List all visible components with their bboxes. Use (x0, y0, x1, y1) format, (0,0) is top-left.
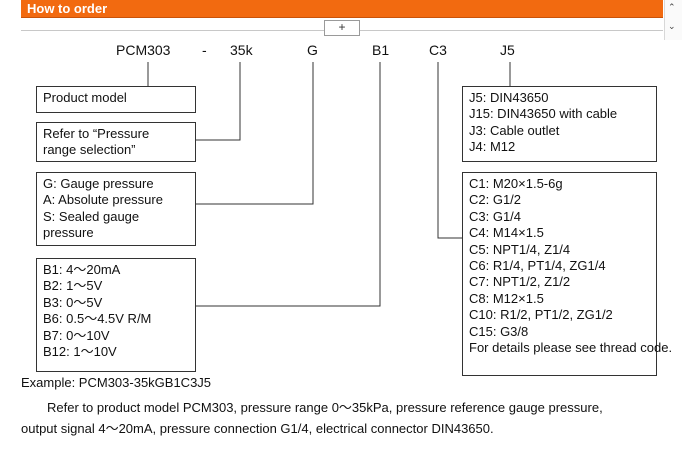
product-model-box: Product model (36, 86, 196, 113)
code-connection: C3 (429, 42, 447, 58)
thread-code-note: For details please see thread code. (469, 340, 673, 356)
output-signal-box: B1: 4～20mA B2: 1～5V B3: 0～5V B6: 0.5～4.5… (36, 258, 196, 372)
pressure-type-box: G: Gauge pressure A: Absolute pressure S… (36, 172, 196, 246)
code-output: B1 (372, 42, 390, 58)
section-title: How to order (27, 1, 108, 16)
example-label: Example: PCM303-35kGB1C3J5 (21, 375, 212, 390)
code-connector: J5 (500, 42, 515, 58)
pressure-range-box: Refer to “Pressure range selection” (36, 122, 196, 162)
code-model: PCM303 (116, 42, 171, 58)
section-header: How to order (21, 0, 663, 18)
code-range: 35k (230, 42, 253, 58)
example-description-line-2: output signal 4～20mA, pressure connectio… (21, 421, 494, 436)
scroll-up-icon[interactable]: ⌃ (668, 2, 676, 12)
code-separator: - (202, 42, 207, 58)
pressure-connection-box: C1: M20×1.5-6g C2: G1/2 C3: G1/4 C4: M14… (462, 172, 673, 376)
code-pressure-type: G (307, 42, 318, 58)
scrollbar[interactable] (664, 0, 682, 40)
scroll-down-icon[interactable]: ⌄ (668, 21, 676, 31)
electrical-connector-box: J5: DIN43650 J15: DIN43650 with cable J3… (462, 86, 657, 162)
example-description-line-1: Refer to product model PCM303, pressure … (47, 400, 603, 415)
expand-button[interactable]: + (324, 20, 360, 36)
